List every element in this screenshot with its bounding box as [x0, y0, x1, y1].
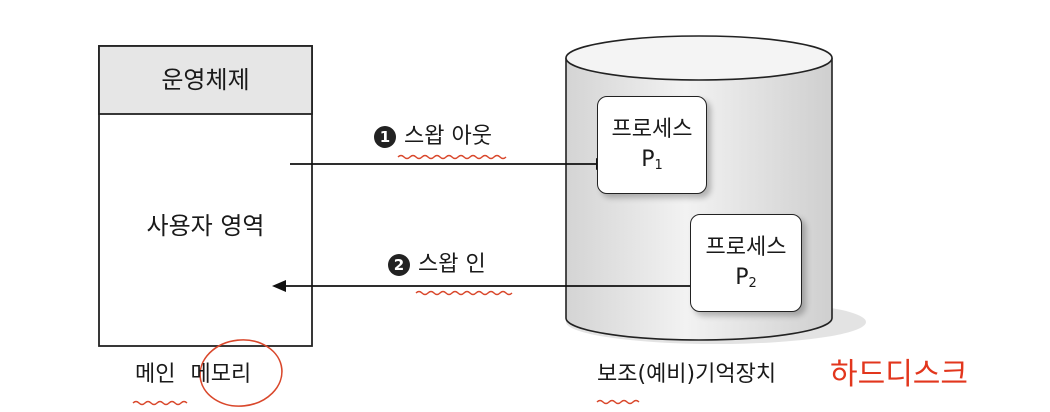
underline-aux — [596, 399, 640, 405]
swap-in-text: 스왑 인 — [418, 252, 486, 277]
swap-out-text: 스왑 아웃 — [404, 124, 492, 149]
aux-storage-caption: 보조(예비)기억장치 — [597, 362, 777, 387]
process-p1-id: P1 — [641, 147, 663, 173]
underline-main — [132, 400, 188, 406]
os-label: 운영체제 — [161, 66, 250, 94]
cylinder-top — [565, 35, 833, 81]
main-memory-box — [98, 45, 313, 347]
process-box-p2: 프로세스 P2 — [690, 214, 802, 312]
swap-in-arrow — [272, 280, 718, 292]
process-p2-label: 프로세스 — [705, 235, 787, 261]
main-memory-caption: 메인 메모리 — [135, 364, 251, 386]
process-p1-label: 프로세스 — [611, 117, 693, 143]
red-underlines — [132, 154, 640, 406]
underline-swap-in — [415, 290, 513, 296]
red-circle-annotation — [199, 339, 283, 407]
process-p2-id: P2 — [735, 265, 757, 291]
step-1-badge: 1 — [374, 126, 396, 148]
step-2-badge: 2 — [388, 254, 410, 276]
swap-in-label: 2 스왑 인 — [388, 254, 486, 276]
underline-swap-out — [397, 154, 507, 160]
process-box-p1: 프로세스 P1 — [597, 96, 707, 194]
caption-memory: 메모리 — [190, 362, 252, 387]
user-area-label: 사용자 영역 — [146, 212, 265, 240]
swap-out-label: 1 스왑 아웃 — [374, 126, 492, 148]
swap-out-arrow — [290, 158, 610, 170]
caption-main: 메인 — [135, 362, 176, 387]
hard-disk-annotation: 하드디스크 — [830, 357, 968, 392]
os-region — [98, 45, 313, 115]
